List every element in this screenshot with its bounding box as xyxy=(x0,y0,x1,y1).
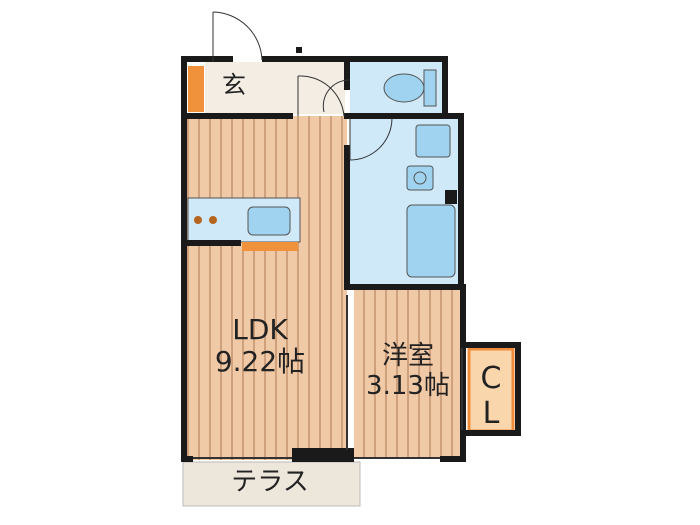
ldk-size: 9.22帖 xyxy=(214,345,306,379)
western-room-name: 洋室 xyxy=(381,341,434,371)
entrance-floor xyxy=(205,62,345,114)
stove-burner-icon xyxy=(209,216,217,224)
closet-letter-l: L xyxy=(482,395,500,431)
washing-drum-icon xyxy=(413,171,427,185)
closet-letter-c: C xyxy=(480,361,502,396)
toilet-bowl-icon xyxy=(383,73,425,103)
ldk-floor xyxy=(185,116,347,460)
closet-label: C L xyxy=(472,361,510,431)
terrace xyxy=(182,461,361,507)
western-room-size: 3.13帖 xyxy=(366,370,450,401)
bath-shower-wall xyxy=(445,190,457,204)
entrance-label: 玄 xyxy=(222,71,246,99)
toilet-tank-icon xyxy=(423,69,437,107)
shoe-box xyxy=(188,66,204,112)
door-stop-icon xyxy=(296,47,302,53)
bathtub-icon xyxy=(406,204,456,278)
washbasin-icon xyxy=(415,124,451,158)
western-room-floor xyxy=(354,287,462,458)
kitchen-sink xyxy=(247,206,291,236)
ldk-name: LDK xyxy=(232,313,288,346)
doors xyxy=(193,11,463,459)
terrace-label: テラス xyxy=(231,467,309,497)
washing-machine-icon xyxy=(406,165,434,191)
ldk-label: LDK 9.22帖 xyxy=(210,313,310,379)
stove-burner-icon xyxy=(194,216,202,224)
counter-edge xyxy=(242,242,298,251)
western-room-label: 洋室 3.13帖 xyxy=(358,341,458,402)
